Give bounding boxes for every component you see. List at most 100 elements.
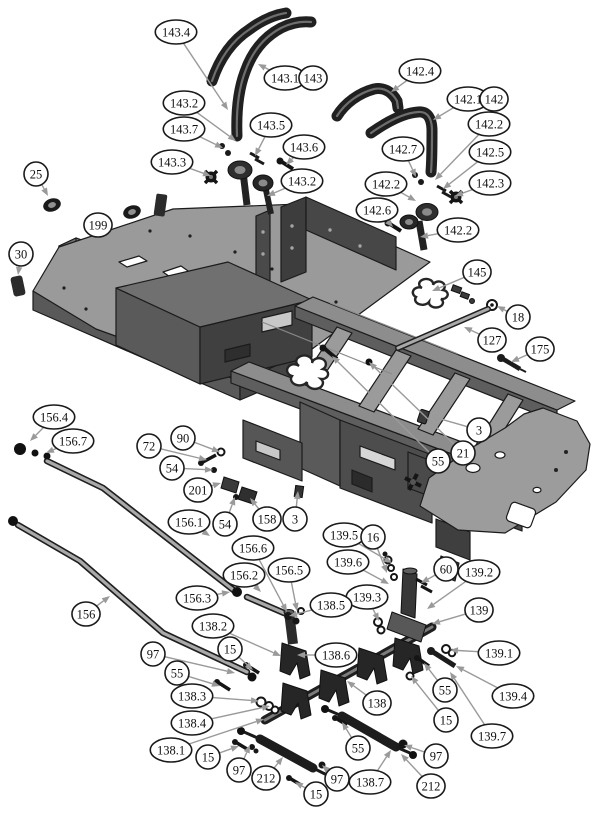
callout-bubble	[191, 613, 235, 639]
callout-bubble	[314, 642, 358, 668]
leader-arrowhead	[391, 84, 400, 92]
under-structure	[242, 401, 471, 582]
callout-15: 15	[433, 707, 459, 733]
callout-156.4: 156.4	[32, 404, 76, 430]
callout-bubble	[154, 19, 198, 45]
rod-end-ball-156-4	[14, 443, 26, 455]
leader-line	[41, 184, 45, 190]
leader-arrowhead	[404, 744, 413, 751]
leader-arrowhead	[420, 232, 429, 239]
leader-line	[254, 503, 260, 510]
wing-bolt	[404, 473, 422, 491]
turnbuckle-link-1	[237, 727, 336, 781]
leader-arrowhead	[214, 141, 223, 148]
leader-line	[376, 756, 388, 772]
callout-bubble	[170, 683, 214, 709]
leader-arrowhead	[211, 680, 220, 687]
callout-bubble	[8, 241, 34, 267]
callout-label: 138.7	[356, 775, 384, 789]
leader-arrowhead	[432, 284, 441, 291]
leader-line	[238, 656, 248, 666]
caster-post-139-2	[386, 567, 427, 643]
callout-142: 142	[479, 86, 509, 112]
callout-label: 139.7	[478, 729, 506, 743]
leader-arrowhead	[258, 64, 267, 71]
callout-bubble	[381, 136, 425, 162]
callout-label: 156	[77, 607, 96, 621]
callout-label: 15	[224, 642, 237, 656]
callout-bubble	[249, 112, 293, 138]
callout-bubble	[457, 559, 501, 585]
callout-label: 90	[177, 431, 190, 445]
callout-label: 142.6	[363, 203, 391, 217]
callout-25: 25	[23, 161, 49, 187]
callout-label: 16	[367, 530, 380, 544]
callout-label: 156.2	[230, 568, 258, 582]
callout-142.4: 142.4	[398, 58, 442, 84]
callout-156.2: 156.2	[222, 562, 266, 588]
bumper-pad-30	[10, 275, 26, 297]
callout-72: 72	[136, 433, 162, 459]
callout-bubble	[298, 65, 328, 91]
callout-label: 97	[147, 647, 160, 661]
leader-line	[362, 569, 383, 581]
callout-bubble	[470, 723, 514, 749]
callout-label: 139.3	[353, 590, 381, 604]
leader-arrowhead	[229, 497, 236, 506]
callout-139.6: 139.6	[326, 549, 370, 575]
callout-bubble	[222, 562, 266, 588]
callout-bubble	[282, 134, 326, 160]
callout-175: 175	[525, 336, 555, 362]
leader-line	[273, 762, 279, 769]
callout-bubble	[170, 710, 214, 736]
callout-138.6: 138.6	[314, 642, 358, 668]
leader-arrowhead	[261, 704, 270, 711]
callout-label: 145	[468, 265, 487, 279]
leader-arrowhead	[421, 576, 430, 583]
leader-line	[258, 559, 284, 606]
callout-bubble	[309, 592, 353, 618]
leader-line	[462, 188, 473, 194]
callout-bubble	[164, 660, 190, 686]
callout-bubble	[348, 769, 392, 795]
leader-arrowhead	[250, 498, 258, 507]
bolt-139-4	[427, 647, 457, 669]
leader-line	[439, 613, 466, 623]
callout-label: 15	[310, 787, 323, 801]
callout-label: 142.2	[475, 117, 503, 131]
leader-arrowhead	[456, 666, 465, 673]
leader-arrowhead	[275, 757, 283, 766]
leader-line	[164, 656, 228, 672]
leader-line	[397, 79, 408, 88]
callout-bubble	[251, 765, 281, 791]
leader-arrowhead	[101, 596, 110, 604]
callout-3: 3	[466, 417, 492, 443]
leader-line	[415, 681, 440, 712]
callout-bubble	[252, 506, 282, 532]
leader-arrowhead	[381, 564, 388, 573]
callout-139.2: 139.2	[457, 559, 501, 585]
callout-97: 97	[324, 766, 350, 792]
callout-138.1: 138.1	[149, 737, 193, 763]
callout-142.3: 142.3	[468, 170, 512, 196]
callout-bubble	[136, 433, 162, 459]
callout-bubble	[467, 111, 511, 137]
leader-arrowhead	[211, 446, 220, 453]
callout-bubble	[303, 781, 329, 807]
callout-bubble	[212, 511, 238, 537]
callout-label: 30	[15, 247, 28, 261]
callout-label: 97	[430, 749, 443, 763]
leader-arrowhead	[401, 754, 409, 763]
leader-arrowhead	[220, 101, 228, 110]
leader-line	[107, 233, 118, 243]
leader-line	[448, 161, 479, 185]
callout-label: 138.6	[322, 648, 350, 662]
callout-label: 142.7	[389, 142, 417, 156]
leader-arrowhead	[250, 697, 259, 704]
callout-3: 3	[282, 506, 308, 532]
leader-arrowhead	[292, 602, 299, 611]
callout-label: 54	[166, 461, 179, 475]
callout-97: 97	[226, 757, 252, 783]
